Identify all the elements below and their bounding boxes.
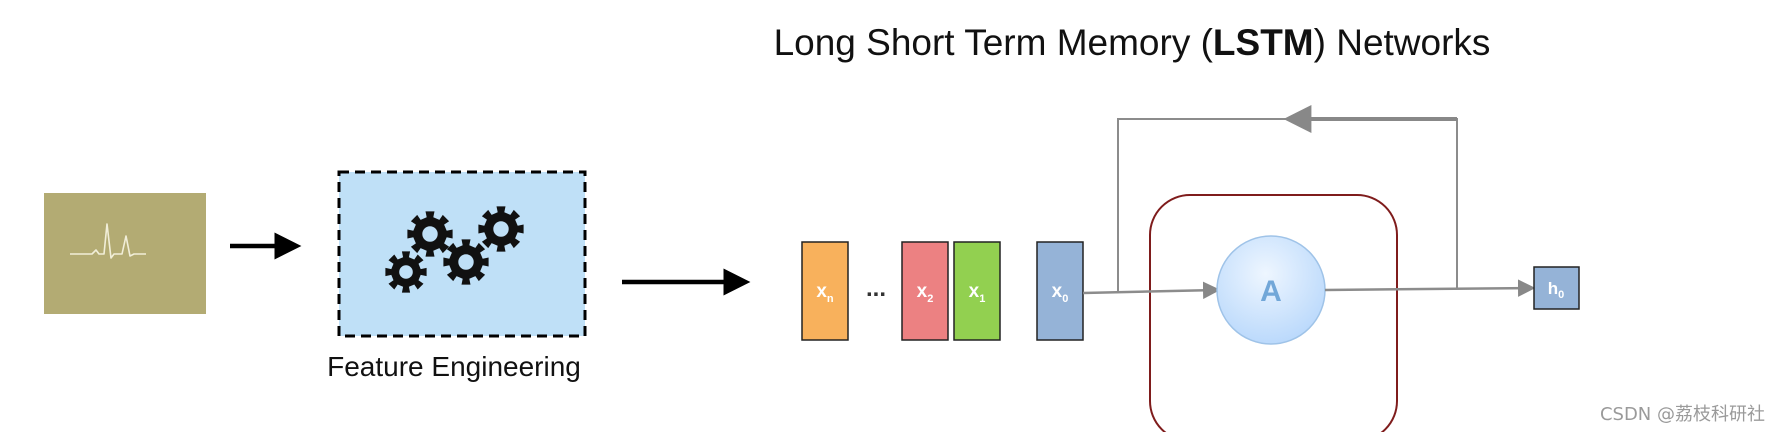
gear-hole [493, 221, 509, 237]
sequence-item-xn: xn [801, 241, 849, 341]
seq-x1-sub: 1 [979, 293, 985, 305]
output-main: h [1548, 279, 1558, 298]
lstm-cell-node: A [1216, 235, 1326, 345]
gear-hole [422, 226, 438, 242]
seq-x2-sub: 2 [927, 293, 933, 305]
diagram-title: Long Short Term Memory (LSTM) Networks [774, 22, 1491, 63]
seq-x1-main: x [969, 281, 980, 302]
seq-x2-main: x [917, 281, 928, 302]
seq-x0-main: x [1052, 281, 1063, 302]
sequence-ellipsis: ... [866, 275, 886, 302]
svg-text:h0: h0 [1548, 279, 1565, 301]
seq-xn-main: x [816, 281, 827, 302]
feature-engineering-label: Feature Engineering [327, 351, 581, 382]
gear-hole [399, 265, 413, 279]
sequence-item-x0: x0 [1036, 241, 1084, 341]
svg-text:x0: x0 [1052, 281, 1069, 305]
watermark: CSDN @荔枝科研社 [1600, 404, 1765, 425]
title-suffix: ) Networks [1314, 22, 1491, 63]
arrow-input-to-cell [1082, 281, 1221, 300]
sequence-item-x1: x1 [953, 241, 1001, 341]
title-prefix: Long Short Term Memory ( [774, 22, 1214, 63]
ecg-waveform-icon [70, 223, 146, 259]
output-h0: h0 [1533, 266, 1580, 310]
svg-text:x2: x2 [917, 281, 934, 305]
input-sequence: xn ... x2 x1 x0 [801, 241, 1084, 341]
gear-hole [458, 254, 474, 270]
svg-text:xn: xn [816, 281, 834, 305]
lstm-cell-label: A [1260, 275, 1282, 308]
ecg-image [44, 193, 206, 314]
seq-xn-sub: n [827, 293, 834, 305]
title-bold: LSTM [1213, 22, 1314, 63]
seq-x0-sub: 0 [1062, 293, 1068, 305]
gears-icon [385, 206, 524, 293]
svg-text:x1: x1 [969, 281, 986, 305]
feature-engineering-box [337, 170, 587, 338]
lstm-cell-boundary [1149, 194, 1398, 432]
arrow-cell-to-output [1324, 279, 1536, 297]
sequence-item-x2: x2 [901, 241, 949, 341]
output-sub: 0 [1558, 289, 1564, 301]
